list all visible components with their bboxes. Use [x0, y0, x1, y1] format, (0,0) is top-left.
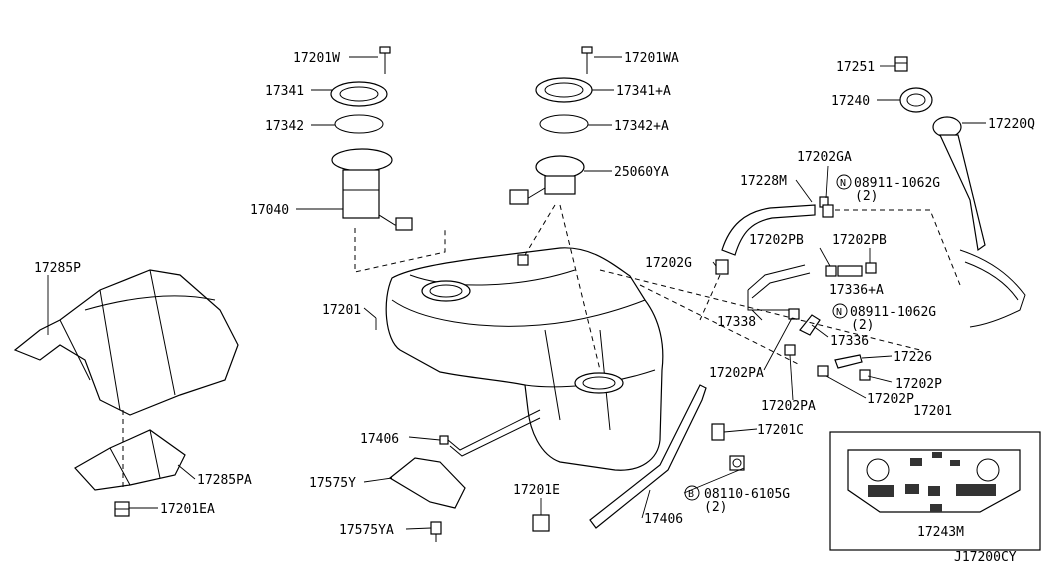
label-17336: 17336	[830, 334, 869, 349]
label-25060ya: 25060YA	[614, 165, 669, 180]
dashed-line-hoses	[599, 269, 921, 366]
label-17341a: 17341+A	[616, 84, 671, 99]
label-08911-b-qty: (2)	[851, 318, 874, 333]
label-17201w: 17201W	[293, 51, 340, 66]
inset-box	[829, 431, 1041, 551]
label-17202p-2: 17202P	[867, 392, 914, 407]
clip-17575ya[interactable]	[430, 521, 442, 542]
label-17202pb-2: 17202PB	[832, 233, 887, 248]
label-17202pa-2: 17202PA	[761, 399, 816, 414]
clips-17202pa[interactable]	[784, 308, 800, 356]
label-17251: 17251	[836, 60, 875, 75]
label-17202pb-1: 17202PB	[749, 233, 804, 248]
label-17040: 17040	[250, 203, 289, 218]
svg-text:N: N	[840, 178, 846, 189]
filler-tube-17220q[interactable]	[932, 116, 1026, 328]
svg-text:N: N	[836, 307, 842, 318]
bracket-17575y[interactable]	[388, 457, 466, 509]
tube-17338[interactable]	[747, 264, 811, 311]
sender-25060ya[interactable]	[509, 155, 585, 205]
circle-b-symbol: B	[684, 485, 700, 501]
leader-lines	[47, 56, 986, 530]
label-17202ga: 17202GA	[797, 150, 852, 165]
label-17338: 17338	[717, 315, 756, 330]
svg-text:B: B	[688, 489, 694, 500]
dashed-line-pump	[354, 228, 446, 273]
dashed-line-filler	[835, 209, 961, 286]
label-17201: 17201	[322, 303, 361, 318]
label-17240: 17240	[831, 94, 870, 109]
hose-17336a[interactable]	[837, 265, 863, 277]
strap-17406-right[interactable]	[589, 384, 707, 529]
label-17342: 17342	[265, 119, 304, 134]
hose-17226[interactable]	[834, 354, 863, 369]
clips-17202p[interactable]	[817, 365, 871, 381]
label-17341: 17341	[265, 84, 304, 99]
label-17342a: 17342+A	[614, 119, 669, 134]
label-17285pa: 17285PA	[197, 473, 252, 488]
label-17228m: 17228M	[740, 174, 787, 189]
label-17575y: 17575Y	[309, 476, 356, 491]
gasket-17342[interactable]	[334, 114, 384, 134]
label-17575ya: 17575YA	[339, 523, 394, 538]
label-17285p: 17285P	[34, 261, 81, 276]
label-17406-a: 17406	[360, 432, 399, 447]
cap-17251[interactable]	[894, 56, 908, 72]
fuel-pump-17040[interactable]	[331, 148, 413, 231]
gasket-17342a[interactable]	[539, 114, 589, 134]
diagram-code: J17200CY	[954, 550, 1017, 565]
label-17201wa: 17201WA	[624, 51, 679, 66]
hose-17336[interactable]	[799, 314, 821, 336]
fuel-tank[interactable]	[385, 247, 664, 471]
nut-17201ea[interactable]	[114, 501, 130, 517]
label-08911-a: 08911-1062G	[854, 176, 940, 191]
bolt-17201w[interactable]	[379, 46, 391, 74]
label-08911-a-qty: (2)	[855, 189, 878, 204]
dashed-line-sender	[524, 204, 601, 371]
circle-n-symbol-2: N	[832, 303, 848, 319]
label-08110-qty: (2)	[704, 500, 727, 515]
label-17202pa-1: 17202PA	[709, 366, 764, 381]
label-17201ea: 17201EA	[160, 502, 215, 517]
plate-17341[interactable]	[330, 81, 388, 107]
seal-17240[interactable]	[899, 87, 933, 113]
clip-17202g[interactable]	[715, 259, 729, 275]
clips-17202pb[interactable]	[825, 262, 877, 277]
label-17220q: 17220Q	[988, 117, 1035, 132]
label-17226: 17226	[893, 350, 932, 365]
bolt-08110[interactable]	[729, 455, 745, 471]
label-inset-17201: 17201	[913, 404, 952, 419]
label-08110: 08110-6105G	[704, 487, 790, 502]
hose-17228m[interactable]	[721, 204, 816, 256]
label-17336a: 17336+A	[829, 283, 884, 298]
bolt-17201wa[interactable]	[581, 46, 593, 74]
label-08911-b: 08911-1062G	[850, 305, 936, 320]
label-17201e: 17201E	[513, 483, 560, 498]
label-17201c: 17201C	[757, 423, 804, 438]
plate-17341a[interactable]	[535, 77, 593, 103]
strap-17406-left[interactable]	[439, 409, 541, 457]
bolt-17201c[interactable]	[711, 423, 725, 441]
label-17406-b: 17406	[644, 512, 683, 527]
label-17202g: 17202G	[645, 256, 692, 271]
shield-17285pa[interactable]	[74, 429, 186, 491]
circle-n-symbol-1: N	[836, 174, 852, 190]
heat-shield-17285p[interactable]	[13, 269, 239, 416]
clip-17201e[interactable]	[532, 514, 550, 532]
label-17202p-1: 17202P	[895, 377, 942, 392]
clip-17202ga[interactable]	[819, 196, 834, 218]
label-17243m: 17243M	[917, 525, 964, 540]
